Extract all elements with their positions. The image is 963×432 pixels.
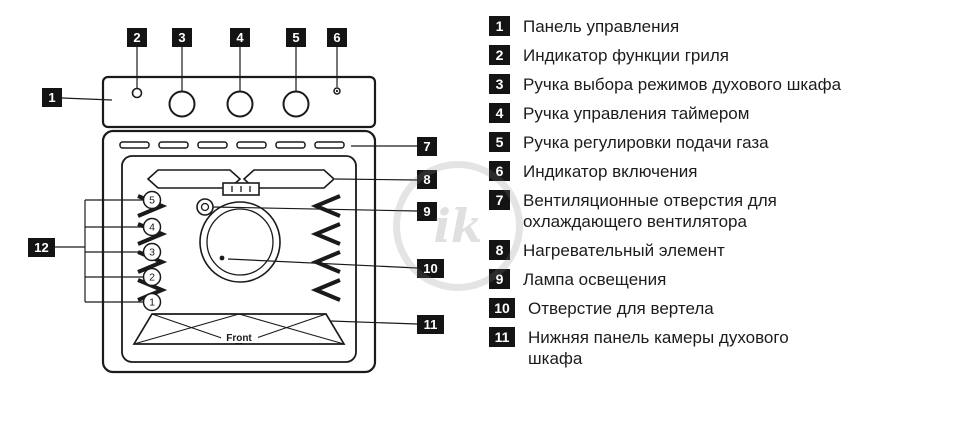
callout-badge-1: 1 — [42, 88, 62, 107]
fan-cover-inner — [206, 208, 274, 276]
shelf-level-1-label: 1 — [149, 297, 155, 309]
spit-hole — [219, 255, 225, 261]
legend-item: 8 Нагревательный элемент — [489, 240, 951, 261]
legend-item-text: Вентиляционные отверстия для охлаждающег… — [523, 191, 777, 231]
shelf-level-4-label: 4 — [149, 222, 155, 234]
shelf-levels — [142, 190, 162, 312]
shelf-level-bracket — [84, 199, 143, 303]
legend-item: 7 Вентиляционные отверстия для охлаждающ… — [489, 190, 951, 232]
shelf-level-4-marker — [142, 217, 162, 237]
shelf-level-2-marker — [142, 267, 162, 287]
callout-badge-7: 7 — [417, 137, 437, 156]
callout-badge-4: 4 — [230, 28, 250, 47]
shelf-level-5-marker — [142, 190, 162, 210]
legend-item: 1 Панель управления — [489, 16, 951, 37]
shelf-level-3-marker — [142, 242, 162, 262]
oven-diagram: Front 5 4 3 2 — [28, 28, 444, 374]
legend-item-text: Ручка выбора режимов духового шкафа — [523, 75, 842, 94]
legend-item: 5 Ручка регулировки подачи газа — [489, 132, 951, 153]
callout-badge-6: 6 — [327, 28, 347, 47]
shelf-level-numbers: 5 4 3 2 1 — [149, 195, 155, 309]
oven-lamp-inner — [200, 202, 210, 212]
callout-badge-2: 2 — [127, 28, 147, 47]
shelf-level-2-label: 2 — [149, 272, 155, 284]
oven-line-art: Front 5 4 3 2 — [55, 47, 418, 374]
legend-item-text: Лампа освещения — [523, 270, 667, 289]
right-rack-supports — [310, 194, 341, 302]
heating-element — [146, 169, 336, 196]
legend-item-number: 8 — [489, 240, 510, 260]
callout-lines — [55, 47, 418, 325]
callout-badge-9: 9 — [417, 202, 437, 221]
legend-item-number: 3 — [489, 74, 510, 94]
callout-badge-11: 11 — [417, 315, 444, 334]
legend-item-text: Отверстие для вертела — [528, 299, 714, 318]
legend-item: 2 Индикатор функции гриля — [489, 45, 951, 66]
legend-item-number: 5 — [489, 132, 510, 152]
legend-item: 3 Ручка выбора режимов духового шкафа — [489, 74, 951, 95]
callout-badge-3: 3 — [172, 28, 192, 47]
legend-item-text: Нагревательный элемент — [523, 241, 725, 260]
front-label: Front — [226, 333, 252, 344]
fan-cover-outer — [199, 201, 281, 283]
legend-item-number: 7 — [489, 190, 510, 210]
legend-item: 6 Индикатор включения — [489, 161, 951, 182]
legend-item-number: 11 — [489, 327, 515, 347]
callout-badge-12: 12 — [28, 238, 55, 257]
legend-item-text: Ручка управления таймером — [523, 104, 750, 123]
legend-item-number: 2 — [489, 45, 510, 65]
legend-item-number: 4 — [489, 103, 510, 123]
legend-item-text: Индикатор включения — [523, 162, 698, 181]
oven-lamp — [196, 198, 214, 216]
grill-indicator — [131, 87, 143, 99]
shelf-level-3-label: 3 — [149, 247, 155, 259]
callout-badge-5: 5 — [286, 28, 306, 47]
legend-item: 10 Отверстие для вертела — [489, 298, 951, 319]
legend-item-text: Панель управления — [523, 17, 680, 36]
callout-badge-10: 10 — [417, 259, 444, 278]
cooling-vents — [119, 141, 345, 149]
power-indicator-dot — [335, 89, 339, 93]
gas-knob — [282, 90, 310, 118]
shelf-level-5-label: 5 — [149, 195, 155, 207]
legend-item-number: 6 — [489, 161, 510, 181]
legend-item: 11 Нижняя панель камеры духового шкафа — [489, 327, 951, 369]
bottom-panel — [132, 313, 346, 345]
timer-knob — [226, 90, 254, 118]
legend-item-text: Индикатор функции гриля — [523, 46, 729, 65]
legend: 1 Панель управления 2 Индикатор функции … — [489, 16, 951, 377]
legend-item-text: Ручка регулировки подачи газа — [523, 133, 769, 152]
legend-item-number: 9 — [489, 269, 510, 289]
legend-item-number: 10 — [489, 298, 515, 318]
shelf-level-1-marker — [142, 292, 162, 312]
legend-item: 4 Ручка управления таймером — [489, 103, 951, 124]
callout-badge-8: 8 — [417, 170, 437, 189]
mode-knob — [168, 90, 196, 118]
front-label-bg — [221, 331, 258, 343]
legend-item-text: Нижняя панель камеры духового шкафа — [528, 328, 789, 368]
legend-item-number: 1 — [489, 16, 510, 36]
legend-item: 9 Лампа освещения — [489, 269, 951, 290]
